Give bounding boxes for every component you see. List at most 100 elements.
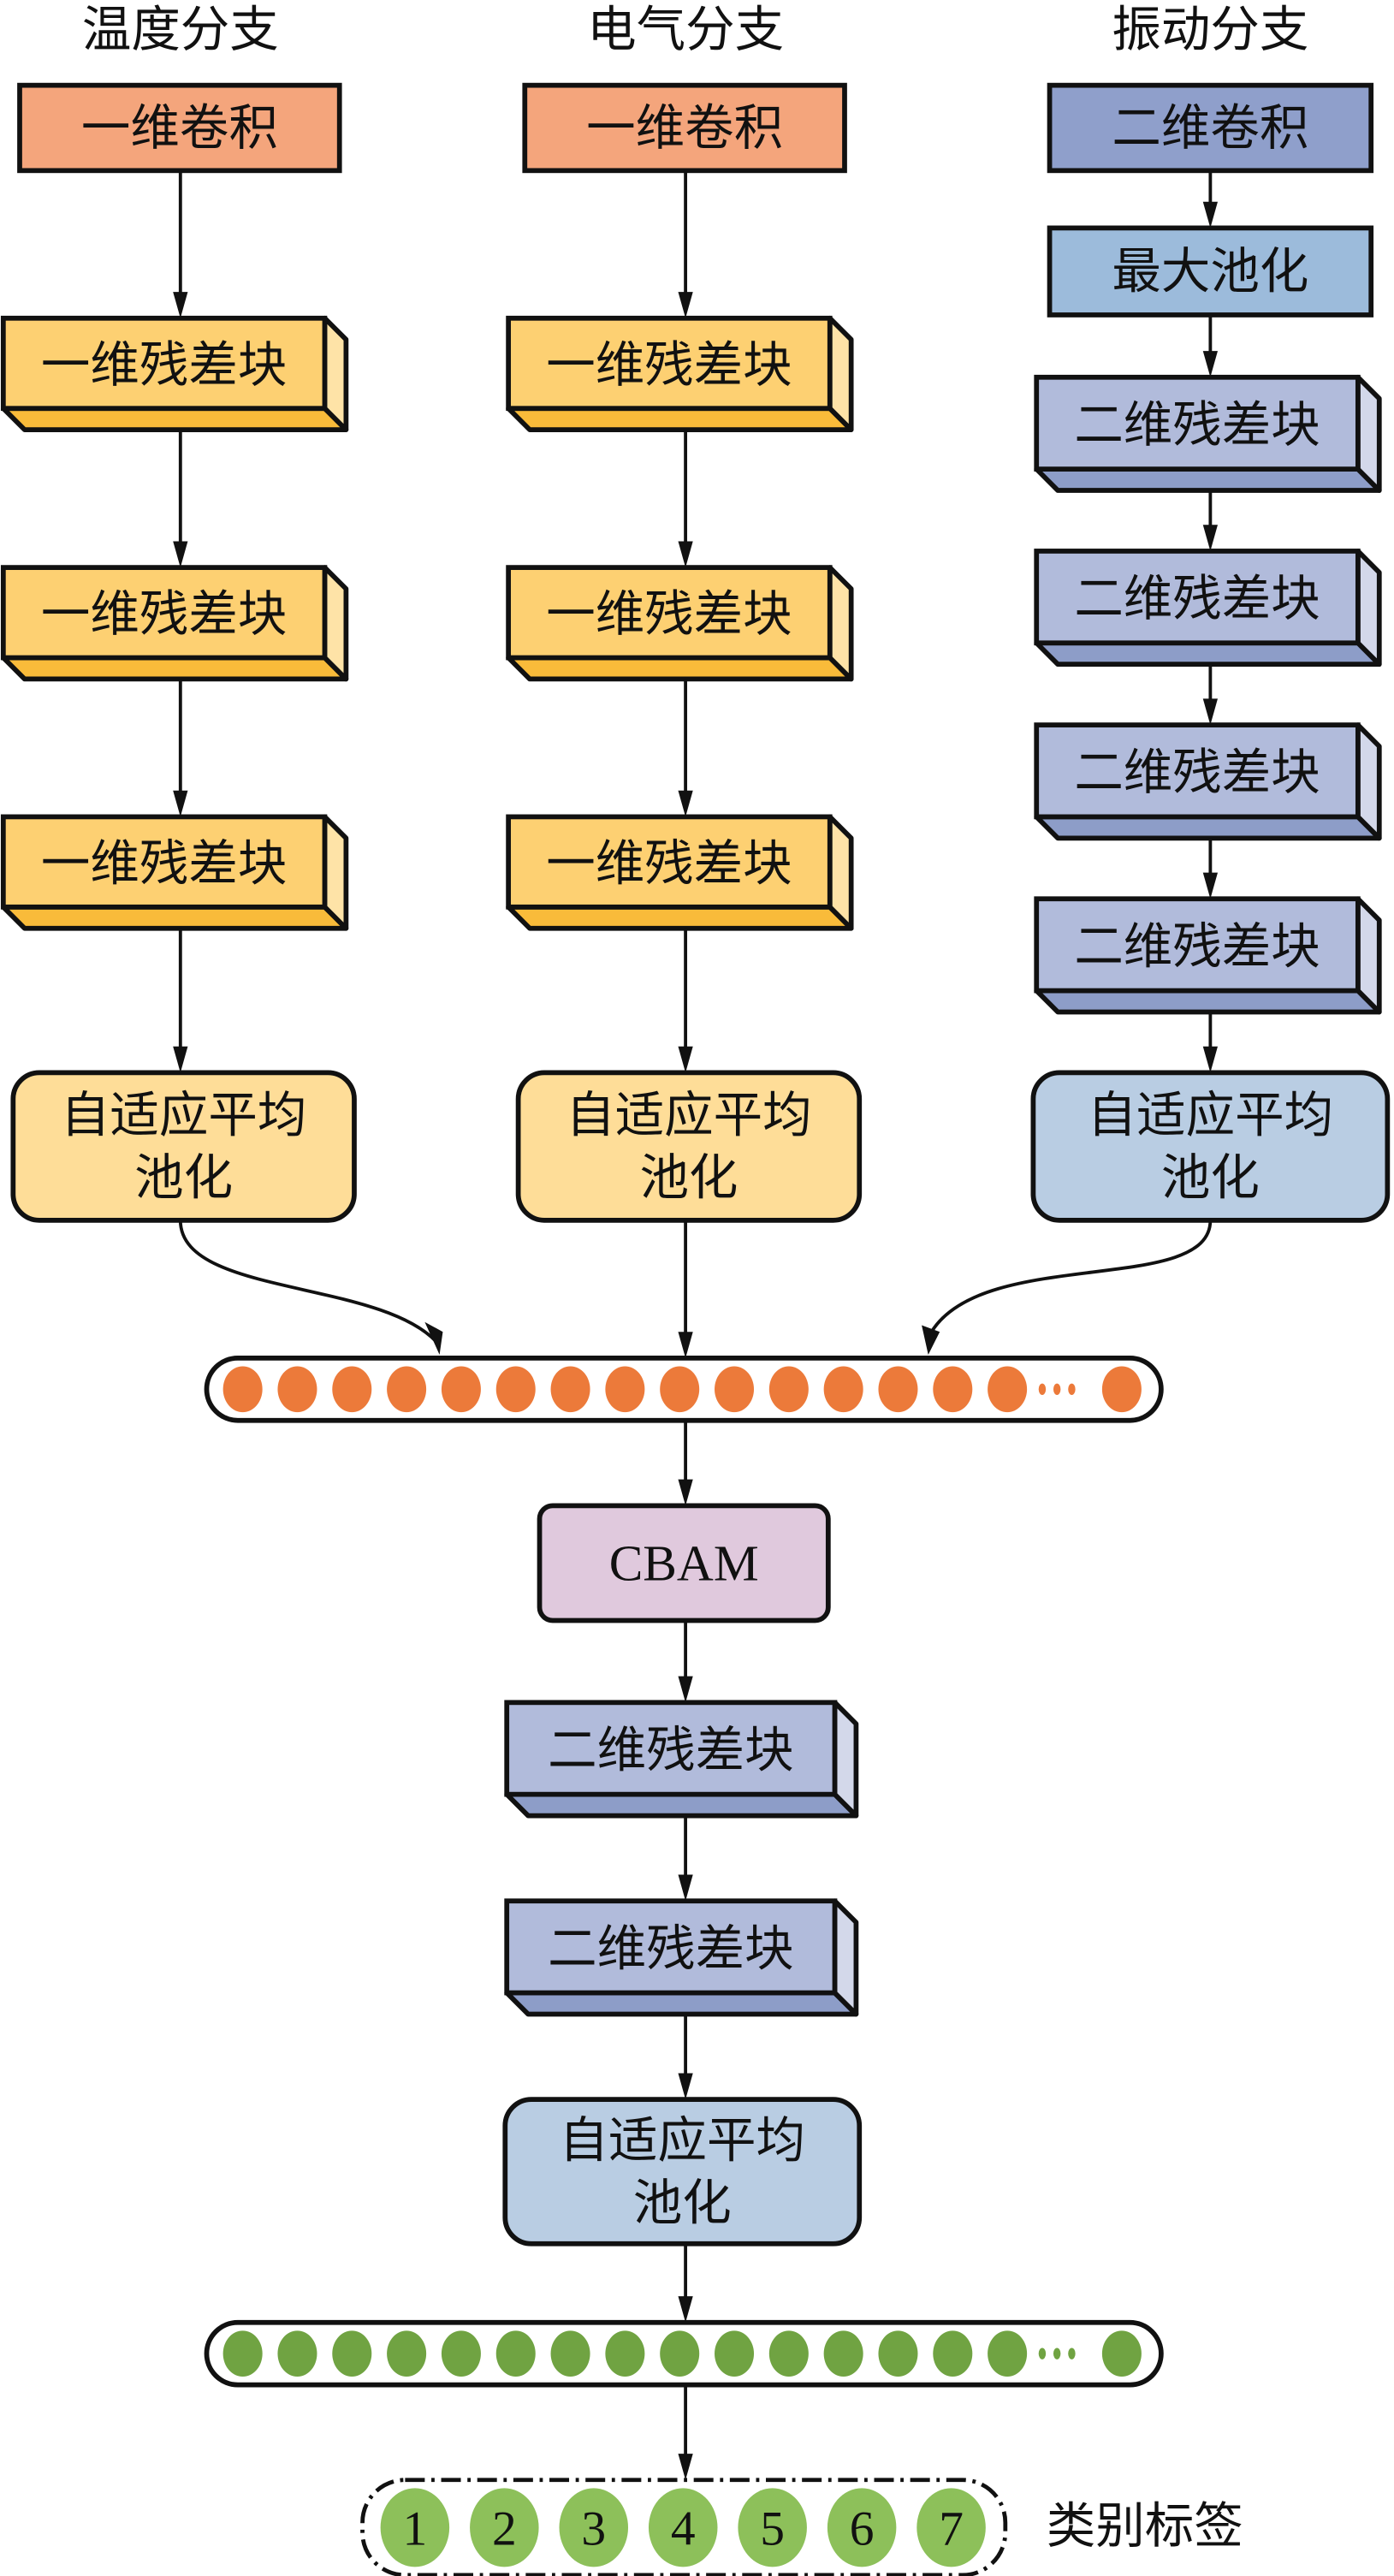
res1d-block-label: 一维残差块 (546, 585, 792, 643)
feature-dot (878, 1366, 918, 1413)
adaptive-avg-pool-box-label-line1: 自适应平均 (566, 1087, 811, 1144)
res1d-block[interactable]: 一维残差块 (0, 565, 349, 682)
class-label-number: 7 (939, 2502, 964, 2556)
class-label-dot (648, 2488, 718, 2567)
conv2d-box-shape (1047, 82, 1374, 174)
arrow-head-icon (173, 790, 188, 817)
cbam-box[interactable]: CBAM (537, 1503, 831, 1623)
res2d-block-label: 二维残差块 (548, 1721, 793, 1778)
class-label-dot (827, 2488, 897, 2567)
arrow-head-icon (922, 1325, 940, 1356)
maxpool-box-label: 最大池化 (1112, 243, 1308, 300)
arrow-head-icon (1202, 201, 1219, 229)
arrow-head-icon (678, 1332, 693, 1358)
res2d-block[interactable]: 二维残差块 (1034, 896, 1382, 1015)
res1d-block-label: 一维残差块 (546, 835, 792, 893)
res1d-block[interactable]: 一维残差块 (0, 814, 349, 931)
adaptive-avg-pool-box-label-line2: 池化 (134, 1149, 233, 1207)
branch-title: 温度分支 (82, 1, 279, 58)
feature-dot (495, 2330, 536, 2377)
arrow-head-icon (678, 1676, 693, 1703)
feature-dot (550, 1366, 590, 1413)
feature-dot (605, 1366, 645, 1413)
class-label-item: 1 (380, 2488, 450, 2567)
res2d-block-bottom-face (1034, 814, 1382, 841)
arrow-head-icon (678, 2296, 693, 2323)
class-label-number: 5 (760, 2502, 785, 2556)
feature-dot (715, 2330, 755, 2377)
res1d-block-side-face (827, 315, 854, 432)
class-label-number: 4 (671, 2502, 696, 2556)
feature-dot (988, 1366, 1028, 1413)
res1d-block[interactable]: 一维残差块 (0, 315, 349, 432)
class-label-dot (559, 2488, 629, 2567)
arrow-head-icon (678, 1479, 693, 1506)
res1d-block-side-face (322, 565, 349, 682)
ellipsis-icon (1038, 2347, 1076, 2359)
arrow-res-to-pool (678, 2015, 693, 2100)
res1d-block[interactable]: 一维残差块 (506, 565, 854, 682)
res1d-block-bottom-face (506, 655, 854, 682)
cbam-label: CBAM (609, 1534, 759, 1591)
arrow-res-to-next (1202, 838, 1219, 899)
res2d-block-side-face (832, 1700, 859, 1819)
res2d-block[interactable]: 二维残差块 (504, 1898, 859, 2017)
arrow-head-icon (1202, 525, 1219, 551)
res1d-block[interactable]: 一维残差块 (506, 814, 854, 931)
res2d-block[interactable]: 二维残差块 (1034, 374, 1382, 493)
arrow-pool-to-vector (678, 2243, 693, 2323)
res2d-block-label: 二维残差块 (548, 1920, 793, 1977)
arrow-head-icon (678, 2073, 693, 2100)
feature-dot (222, 1366, 263, 1413)
conv2d-box[interactable]: 二维卷积 (1047, 82, 1374, 174)
res1d-block-front-face (506, 315, 833, 412)
res2d-block-side-face (1355, 374, 1382, 493)
res2d-block-side-face (1355, 549, 1382, 668)
feature-dot (933, 2330, 973, 2377)
adaptive-avg-pool-box-shape (515, 1070, 863, 1223)
arrow-head-icon (678, 541, 693, 568)
ellipsis-dot (1053, 2347, 1061, 2359)
res2d-block-side-face (1355, 896, 1382, 1015)
res2d-block[interactable]: 二维残差块 (504, 1700, 859, 1819)
arrow-head-icon (173, 1046, 188, 1073)
maxpool-box[interactable]: 最大池化 (1047, 225, 1374, 318)
res1d-block-label: 一维残差块 (41, 336, 287, 394)
arrow-res-to-next (1202, 1012, 1219, 1073)
class-label-item: 3 (559, 2488, 629, 2567)
res2d-block[interactable]: 二维残差块 (1034, 722, 1382, 841)
adaptive-avg-pool-box-label-line1: 自适应平均 (1088, 1087, 1333, 1144)
feature-dot (550, 2330, 590, 2377)
arrow-conv-to-res (678, 170, 693, 318)
conv1d-box[interactable]: 一维卷积 (522, 82, 847, 174)
adaptive-avg-pool-box-shape (10, 1070, 357, 1223)
res2d-block-bottom-face (1034, 640, 1382, 668)
res2d-block-front-face (504, 1898, 838, 1996)
res1d-block[interactable]: 一维残差块 (506, 315, 854, 432)
res2d-block-side-face (832, 1898, 859, 2017)
adaptive-avg-pool-box-label-line2: 池化 (639, 1149, 738, 1207)
res2d-block-front-face (1034, 896, 1361, 994)
feature-dot (222, 2330, 263, 2377)
res1d-block-front-face (0, 315, 328, 412)
arrow-res-to-next (1202, 664, 1219, 726)
res2d-block[interactable]: 二维残差块 (1034, 549, 1382, 668)
feature-dot (768, 2330, 809, 2377)
arrow-res-to-next (173, 928, 188, 1073)
arrow-res-to-res (678, 1817, 693, 1902)
res1d-block-bottom-face (0, 655, 349, 682)
feature-dot (387, 2330, 427, 2377)
res2d-block-label: 二维残差块 (1074, 744, 1320, 801)
arrow-head-icon (678, 1874, 693, 1902)
res2d-block-bottom-face (504, 1990, 859, 2017)
feature-dot-last (1101, 1366, 1142, 1413)
conv1d-box-shape (17, 82, 342, 174)
conv1d-box[interactable]: 一维卷积 (17, 82, 342, 174)
class-label-dot (380, 2488, 450, 2567)
arrow-vector-to-labels (678, 2384, 693, 2480)
